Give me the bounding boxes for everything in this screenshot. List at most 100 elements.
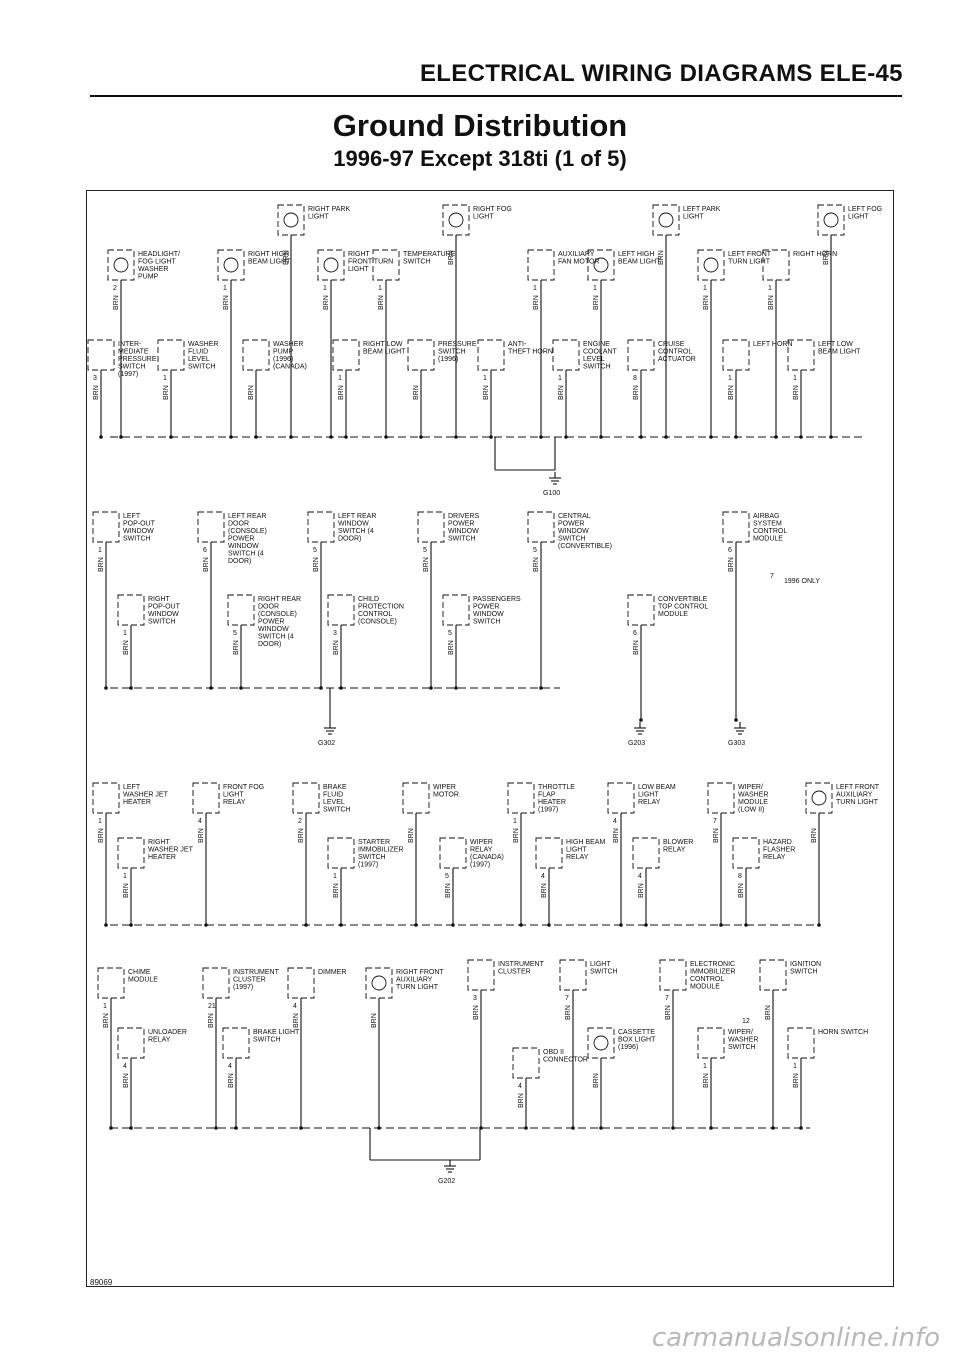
wire-color-label: BRN: [333, 883, 340, 898]
splice-dot: [829, 435, 833, 439]
wire-color-label: BRN: [541, 883, 548, 898]
wire-color-label: BRN: [483, 385, 490, 400]
wire-color-label: BRN: [123, 640, 130, 655]
component-box: [87, 339, 115, 371]
splice-dot: [129, 923, 133, 927]
component-box: [117, 837, 145, 869]
splice-dot: [774, 435, 778, 439]
component-box: [365, 967, 393, 999]
component-box: [722, 511, 750, 543]
ground-g100-label: G100: [543, 490, 560, 497]
pin-number: 1: [793, 375, 797, 382]
splice-dot: [639, 718, 643, 722]
component-box: [222, 1027, 250, 1059]
component-box: [92, 511, 120, 543]
splice-dot: [519, 923, 523, 927]
component-box: [372, 249, 400, 281]
wire-color-label: BRN: [793, 1073, 800, 1088]
pin-number: 5: [423, 547, 427, 554]
splice-dot: [414, 923, 418, 927]
splice-dot: [129, 686, 133, 690]
wire-color-label: BRN: [728, 557, 735, 572]
splice-dot: [119, 435, 123, 439]
wire-color-label: BRN: [593, 295, 600, 310]
component-box: [402, 782, 430, 814]
pin-number: 1: [558, 375, 562, 382]
diagram-frame: [86, 190, 894, 1287]
component-box: [117, 1027, 145, 1059]
component-box: [292, 782, 320, 814]
component-box: [327, 837, 355, 869]
lamp-symbol: [113, 257, 129, 273]
wire-color-label: BRN: [703, 295, 710, 310]
pin-number: 7: [565, 995, 569, 1002]
splice-dot: [339, 923, 343, 927]
wire-color-label: BRN: [338, 385, 345, 400]
splice-dot: [304, 923, 308, 927]
pin-number: 1: [728, 375, 732, 382]
lamp-symbol: [223, 257, 239, 273]
footer-band: carmanualsonline.info: [0, 1316, 960, 1357]
splice-dot: [454, 686, 458, 690]
component-box: [535, 837, 563, 869]
pin-number: 1: [703, 1063, 707, 1070]
wire-color-label: BRN: [103, 1013, 110, 1028]
wire-color-label: BRN: [98, 557, 105, 572]
pin-number: 1: [593, 285, 597, 292]
pin-number: 1: [98, 818, 102, 825]
splice-dot: [319, 686, 323, 690]
splice-dot: [454, 435, 458, 439]
splice-dot: [344, 435, 348, 439]
component-box: [202, 967, 230, 999]
wire-color-label: BRN: [448, 250, 455, 265]
component-box: [97, 967, 125, 999]
pin-number: 4: [613, 818, 617, 825]
splice-dot: [329, 435, 333, 439]
component-box: [652, 204, 680, 236]
wire-color-label: BRN: [283, 250, 290, 265]
pin-number: 2: [113, 285, 117, 292]
splice-dot: [489, 435, 493, 439]
wire-color-label: BRN: [793, 385, 800, 400]
wire-color-label: BRN: [371, 1013, 378, 1028]
wire-color-label: BRN: [323, 295, 330, 310]
splice-dot: [429, 686, 433, 690]
pin-number: 1: [533, 285, 537, 292]
wiper-pin-12: 12: [742, 1018, 750, 1025]
pin-number: 5: [533, 547, 537, 554]
splice-dot: [719, 923, 723, 927]
splice-dot: [564, 435, 568, 439]
splice-dot: [169, 435, 173, 439]
component-box: [787, 339, 815, 371]
wire-color-label: BRN: [633, 640, 640, 655]
splice-dot: [799, 435, 803, 439]
splice-dot: [539, 435, 543, 439]
splice-dot: [384, 435, 388, 439]
pin-number: 4: [638, 873, 642, 880]
lamp-symbol: [371, 975, 387, 991]
wire-color-label: BRN: [113, 295, 120, 310]
wire-color-label: BRN: [408, 828, 415, 843]
lamp-symbol: [593, 1035, 609, 1051]
page-title: Ground Distribution: [332, 108, 628, 143]
splice-dot: [254, 435, 258, 439]
